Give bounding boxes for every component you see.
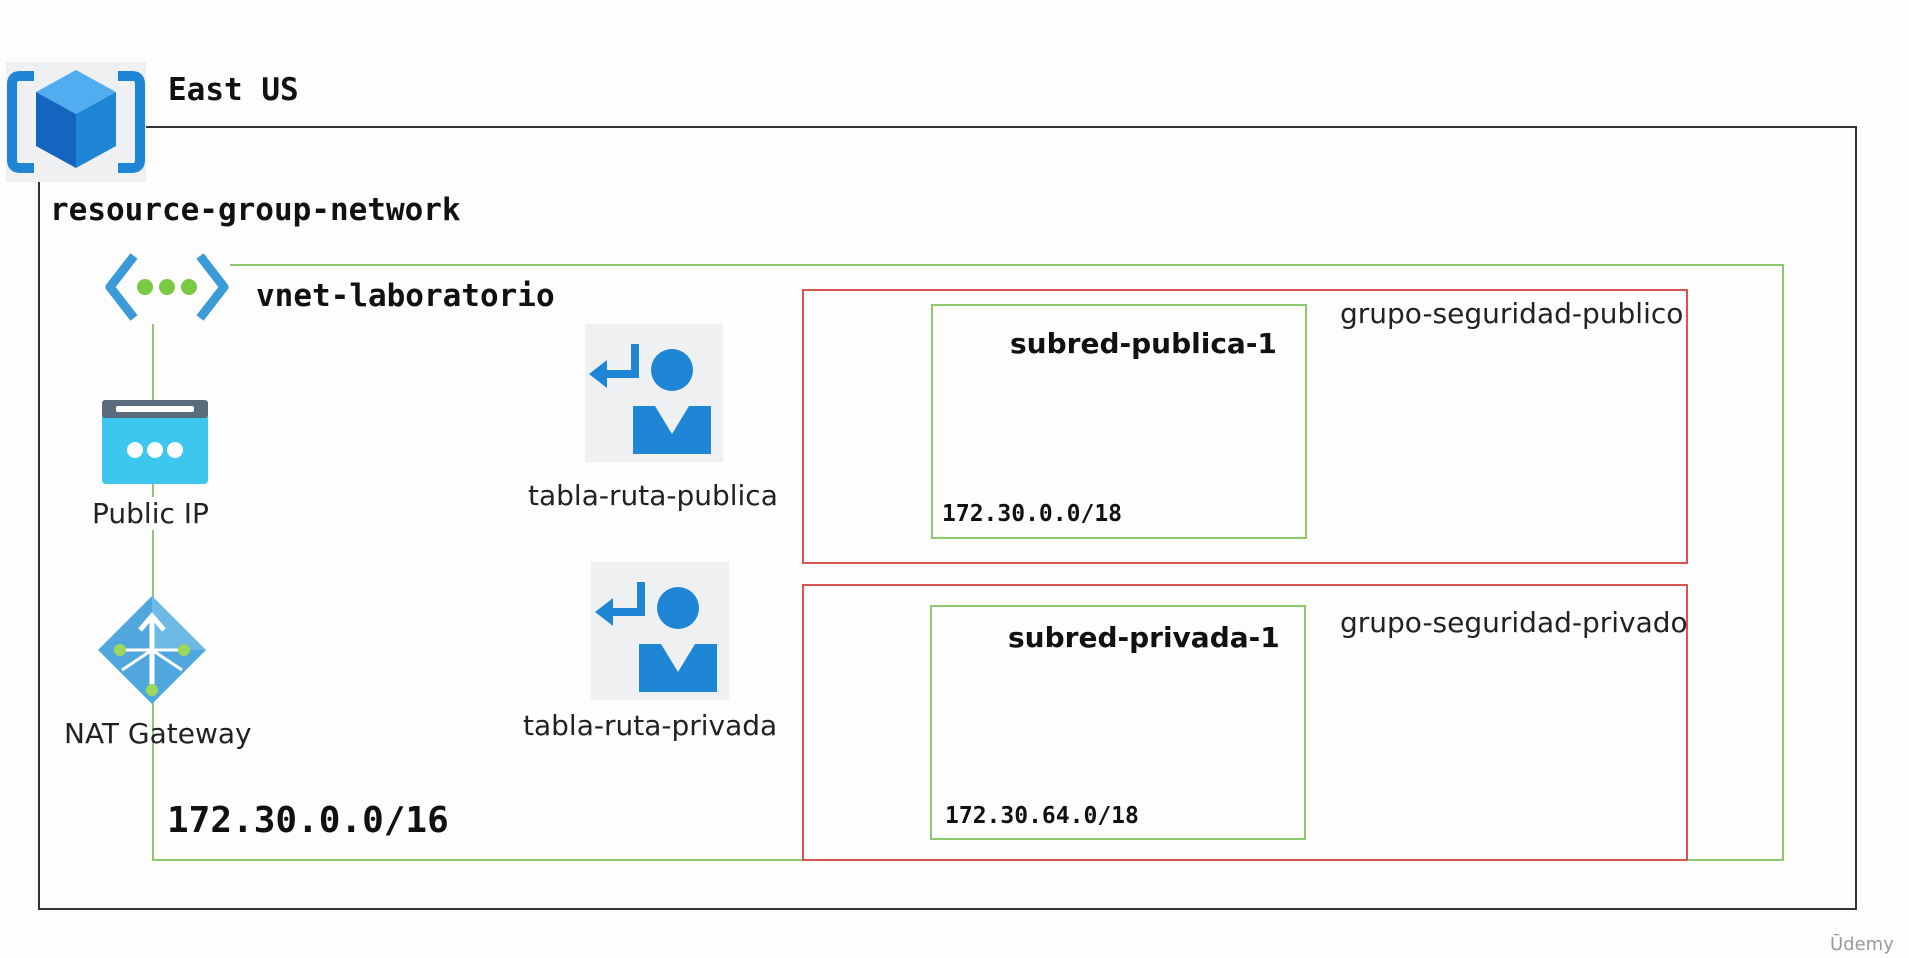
region-box <box>38 126 1857 910</box>
public-ip-label: Public IP <box>92 497 209 530</box>
subnet-private-cidr: 172.30.64.0/18 <box>945 803 1139 829</box>
subnet-private-name: subred-privada-1 <box>1008 621 1280 654</box>
subnet-private-box <box>930 605 1306 840</box>
nat-gateway-label: NAT Gateway <box>64 717 252 750</box>
public-ip-icon <box>102 400 208 484</box>
subnet-public-box <box>931 304 1307 539</box>
nsg-public-label: grupo-seguridad-publico <box>1340 297 1684 330</box>
route-table-private-icon <box>591 562 729 700</box>
region-label: East US <box>168 72 299 108</box>
resource-group-label: resource-group-network <box>50 192 461 228</box>
route-table-private-label: tabla-ruta-privada <box>523 709 778 742</box>
route-table-public-label: tabla-ruta-publica <box>528 479 778 512</box>
vnet-icon <box>104 250 230 324</box>
nsg-public-box <box>802 289 1688 564</box>
vnet-cidr: 172.30.0.0/16 <box>167 800 449 841</box>
udemy-watermark: Ūdemy <box>1830 934 1894 955</box>
subnet-public-name: subred-publica-1 <box>1010 327 1277 360</box>
resource-group-icon <box>6 62 146 182</box>
subnet-public-cidr: 172.30.0.0/18 <box>942 501 1123 527</box>
nsg-private-label: grupo-seguridad-privado <box>1340 606 1688 639</box>
nsg-private-box <box>802 584 1688 861</box>
nat-gateway-icon <box>96 594 208 706</box>
route-table-public-icon <box>585 324 723 462</box>
vnet-label: vnet-laboratorio <box>256 278 555 314</box>
